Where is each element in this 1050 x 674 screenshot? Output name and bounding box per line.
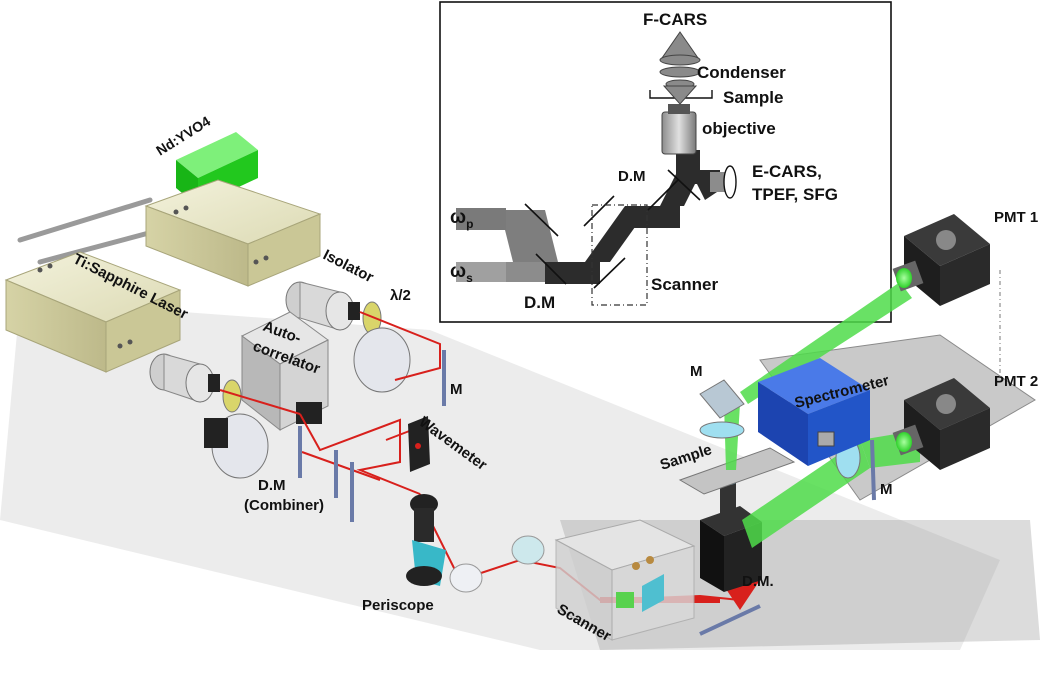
dm-combiner-label-1: D.M	[258, 477, 286, 494]
inset-dm-top-label: D.M	[618, 168, 646, 185]
dm-combiner-label-2: (Combiner)	[244, 497, 324, 514]
inset-scanner-label: Scanner	[651, 275, 718, 294]
mirror-m3	[870, 439, 876, 501]
mirror-m2-label: M	[690, 363, 703, 380]
pmt1-detector	[892, 214, 990, 306]
sample-slide	[678, 447, 796, 495]
periscope	[406, 494, 545, 593]
pmt1-label: PMT 1	[994, 209, 1038, 226]
autocorrelator	[204, 311, 329, 448]
isolator-lower	[149, 353, 220, 403]
spectrometer	[758, 358, 870, 466]
scanner-box	[554, 519, 696, 641]
inset-objective-label: objective	[702, 119, 776, 138]
inset-mirrors	[524, 169, 701, 289]
inset-dm-bottom-label: D.M	[524, 293, 555, 312]
periscope-label: Periscope	[362, 597, 434, 614]
inset-ecars-label-2: TPEF, SFG	[752, 185, 838, 204]
pmt2-label: PMT 2	[994, 373, 1038, 390]
inset-omega-p-label: ωp	[450, 207, 473, 231]
objective-icon	[661, 104, 697, 155]
mirror-m3-label: M	[880, 481, 893, 498]
mirror-m1-label: M	[450, 381, 463, 398]
dm-microscope-label: D.M.	[742, 573, 774, 590]
mirror-m2	[699, 379, 745, 439]
inset-condenser-label: Condenser	[697, 63, 786, 82]
isolator-label: Isolator	[320, 246, 376, 286]
condenser-lens-icon	[659, 31, 701, 105]
inset-scanner-box	[591, 204, 648, 306]
inset-ecars-label-1: E-CARS,	[752, 162, 822, 181]
inset-beam-path	[456, 150, 732, 284]
half-waveplate-label: λ/2	[390, 287, 411, 304]
pump-laser-box	[144, 179, 322, 287]
inset-omega-s-label: ωs	[450, 261, 473, 285]
ti-sapphire-laser-box	[4, 251, 182, 373]
half-waveplate-icon	[222, 301, 382, 413]
mount-rods	[17, 197, 163, 265]
optical-mirrors	[298, 350, 446, 522]
pmt2-detector	[892, 378, 990, 470]
bottom-mirror	[699, 604, 761, 636]
epi-lens-icon	[723, 165, 737, 199]
inset-sample-label: Sample	[723, 88, 783, 107]
isolator-upper	[285, 281, 360, 331]
inset-f-cars-label: F-CARS	[643, 10, 707, 29]
inset-schematic: F-CARS Condenser Sample objective D.M E-…	[439, 1, 892, 323]
wavemeter	[408, 416, 430, 472]
